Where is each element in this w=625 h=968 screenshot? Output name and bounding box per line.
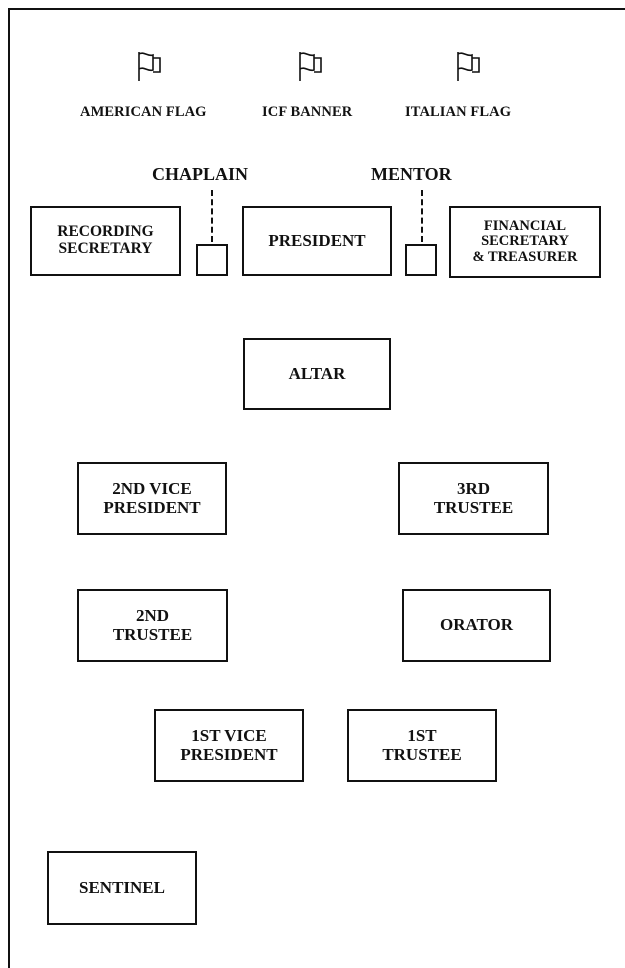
diagram-frame bbox=[8, 8, 625, 968]
mentor-seat bbox=[405, 244, 437, 276]
mentor-connector bbox=[421, 190, 423, 242]
recording-secretary-box: RECORDING SECRETARY bbox=[30, 206, 181, 276]
second-trustee-box: 2ND TRUSTEE bbox=[77, 589, 228, 662]
president-box: PRESIDENT bbox=[242, 206, 392, 276]
flag-label-american: AMERICAN FLAG bbox=[80, 104, 207, 120]
sentinel-box: SENTINEL bbox=[47, 851, 197, 925]
first-vice-president-box: 1ST VICE PRESIDENT bbox=[154, 709, 304, 782]
flag-icon bbox=[136, 50, 162, 82]
chaplain-label: CHAPLAIN bbox=[152, 164, 249, 184]
financial-secretary-treasurer-box: FINANCIAL SECRETARY & TREASURER bbox=[449, 206, 601, 278]
altar-box: ALTAR bbox=[243, 338, 391, 410]
third-trustee-box: 3RD TRUSTEE bbox=[398, 462, 549, 535]
flag-icon bbox=[297, 50, 323, 82]
orator-box: ORATOR bbox=[402, 589, 551, 662]
first-trustee-box: 1ST TRUSTEE bbox=[347, 709, 497, 782]
second-vice-president-box: 2ND VICE PRESIDENT bbox=[77, 462, 227, 535]
flag-label-icf-banner: ICF BANNER bbox=[262, 104, 353, 120]
chaplain-seat bbox=[196, 244, 228, 276]
flag-icon bbox=[455, 50, 481, 82]
chaplain-connector bbox=[211, 190, 213, 242]
flag-label-italian: ITALIAN FLAG bbox=[405, 104, 512, 120]
mentor-label: MENTOR bbox=[371, 164, 452, 184]
